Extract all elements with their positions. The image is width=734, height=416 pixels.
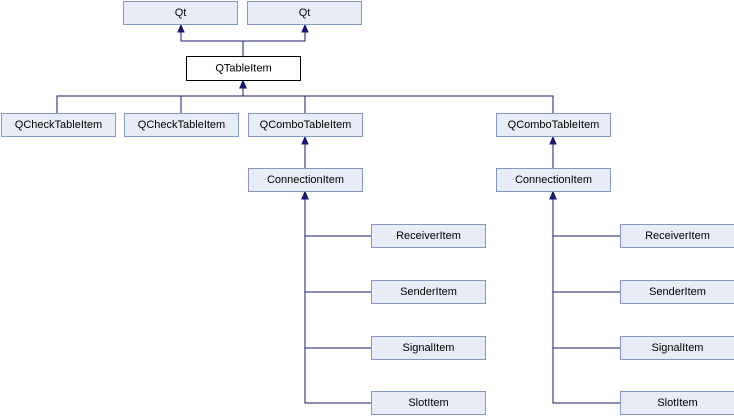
inheritance-edge-qchecktableitem_b-to-qtableitem	[180, 81, 244, 113]
inheritance-edge-receiveritem_a-to-connectionitem_a	[304, 192, 371, 237]
arrowhead-connectionitem_b-to-qcombotableitem_b	[549, 135, 557, 145]
class-node-qtableitem[interactable]: QTableItem	[186, 56, 301, 81]
class-node-box[interactable]	[186, 56, 301, 81]
inheritance-edge-receiveritem_b-to-connectionitem_b	[552, 192, 620, 237]
class-node-box[interactable]	[496, 113, 611, 137]
arrowhead-slotitem_b-to-connectionitem_b	[549, 190, 557, 200]
class-node-box[interactable]	[248, 168, 363, 192]
inheritance-edge-qcombotableitem_a-to-qtableitem	[242, 81, 306, 113]
class-node-qchecktableitem_b[interactable]: QCheckTableItem	[124, 113, 239, 137]
arrowhead-qtableitem-to-qt_b	[301, 23, 309, 33]
inheritance-edge-qtableitem-to-qt_a	[180, 25, 244, 56]
class-node-box[interactable]	[371, 280, 486, 304]
class-node-qt_b[interactable]: Qt	[247, 1, 362, 25]
class-node-box[interactable]	[1, 113, 116, 137]
inheritance-edge-qcombotableitem_b-to-qtableitem	[242, 81, 554, 113]
inheritance-edge-qtableitem-to-qt_b	[242, 25, 306, 56]
class-node-slotitem_b[interactable]: SlotItem	[620, 391, 734, 415]
class-node-box[interactable]	[620, 280, 734, 304]
inheritance-edge-senderitem_a-to-connectionitem_a	[304, 192, 371, 293]
class-node-signalitem_b[interactable]: SignalItem	[620, 336, 734, 360]
class-node-box[interactable]	[247, 1, 362, 25]
class-node-box[interactable]	[371, 391, 486, 415]
class-node-slotitem_a[interactable]: SlotItem	[371, 391, 486, 415]
class-node-qcombotableitem_a[interactable]: QComboTableItem	[248, 113, 363, 137]
arrowhead-connectionitem_a-to-qcombotableitem_a	[301, 135, 309, 145]
class-node-qchecktableitem_a[interactable]: QCheckTableItem	[1, 113, 116, 137]
class-node-senderitem_b[interactable]: SenderItem	[620, 280, 734, 304]
inheritance-edge-slotitem_a-to-connectionitem_a	[304, 192, 371, 404]
class-node-box[interactable]	[496, 168, 611, 192]
class-node-box[interactable]	[620, 224, 734, 248]
class-node-box[interactable]	[371, 336, 486, 360]
inheritance-edge-qchecktableitem_a-to-qtableitem	[56, 81, 244, 113]
class-node-signalitem_a[interactable]: SignalItem	[371, 336, 486, 360]
inheritance-edge-signalitem_b-to-connectionitem_b	[552, 192, 620, 349]
class-node-box[interactable]	[620, 391, 734, 415]
inheritance-edge-slotitem_b-to-connectionitem_b	[552, 192, 620, 404]
class-node-senderitem_a[interactable]: SenderItem	[371, 280, 486, 304]
class-node-qcombotableitem_b[interactable]: QComboTableItem	[496, 113, 611, 137]
class-node-receiveritem_b[interactable]: ReceiverItem	[620, 224, 734, 248]
class-node-receiveritem_a[interactable]: ReceiverItem	[371, 224, 486, 248]
inheritance-edge-senderitem_b-to-connectionitem_b	[552, 192, 620, 293]
class-node-box[interactable]	[123, 1, 238, 25]
class-node-box[interactable]	[248, 113, 363, 137]
class-node-box[interactable]	[124, 113, 239, 137]
arrowhead-qtableitem-to-qt_a	[177, 23, 185, 33]
edges-layer	[56, 23, 620, 404]
arrowhead-qcombotableitem_b-to-qtableitem	[239, 79, 247, 89]
arrowhead-slotitem_a-to-connectionitem_a	[301, 190, 309, 200]
class-node-connectionitem_a[interactable]: ConnectionItem	[248, 168, 363, 192]
inheritance-edge-signalitem_a-to-connectionitem_a	[304, 192, 371, 349]
class-node-qt_a[interactable]: Qt	[123, 1, 238, 25]
class-node-box[interactable]	[620, 336, 734, 360]
class-node-box[interactable]	[371, 224, 486, 248]
class-node-connectionitem_b[interactable]: ConnectionItem	[496, 168, 611, 192]
